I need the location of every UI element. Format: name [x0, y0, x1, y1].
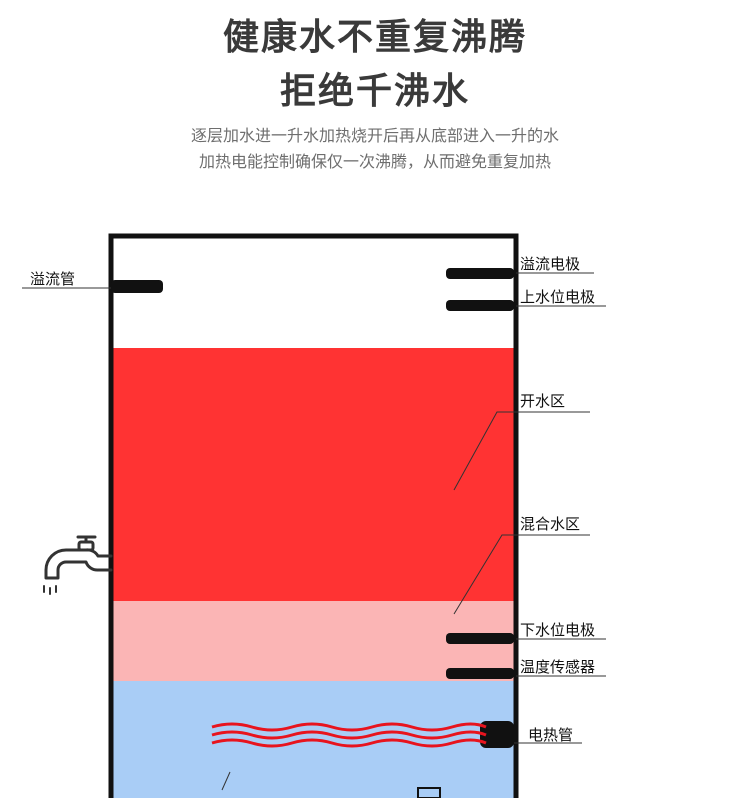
upper-level-electrode	[446, 300, 514, 311]
heating-tube-wires	[211, 722, 487, 748]
label-boiling-zone: 开水区	[520, 392, 566, 410]
overflow-electrode	[446, 268, 514, 279]
bottom-outlet	[417, 787, 441, 798]
label-temperature-sensor: 温度传感器	[520, 658, 596, 676]
label-overflow-electrode: 溢流电极	[520, 255, 581, 273]
label-lower-level-electrode: 下水位电极	[520, 621, 596, 639]
boiling-zone	[113, 348, 514, 601]
subtitle-line-1: 逐层加水进一升水加热烧开后再从底部进入一升的水	[190, 126, 559, 145]
lower-level-electrode	[446, 633, 514, 644]
tank-outline	[108, 233, 519, 798]
label-upper-level-electrode: 上水位电极	[520, 288, 596, 306]
temperature-sensor	[446, 668, 514, 679]
faucet-icon	[43, 535, 113, 595]
overflow-pipe	[111, 280, 163, 293]
title-line-1: 健康水不重复沸腾	[222, 17, 527, 58]
heating-tube-connector	[480, 721, 514, 748]
label-overflow-pipe: 溢流管	[30, 270, 76, 288]
callout-lines	[22, 272, 606, 791]
label-mixed-zone: 混合水区	[520, 515, 581, 533]
title-line-2: 拒绝千沸水	[279, 71, 470, 112]
label-heating-tube: 电热管	[528, 726, 574, 744]
subtitle-line-2: 加热电能控制确保仅一次沸腾，从而避免重复加热	[198, 152, 551, 171]
